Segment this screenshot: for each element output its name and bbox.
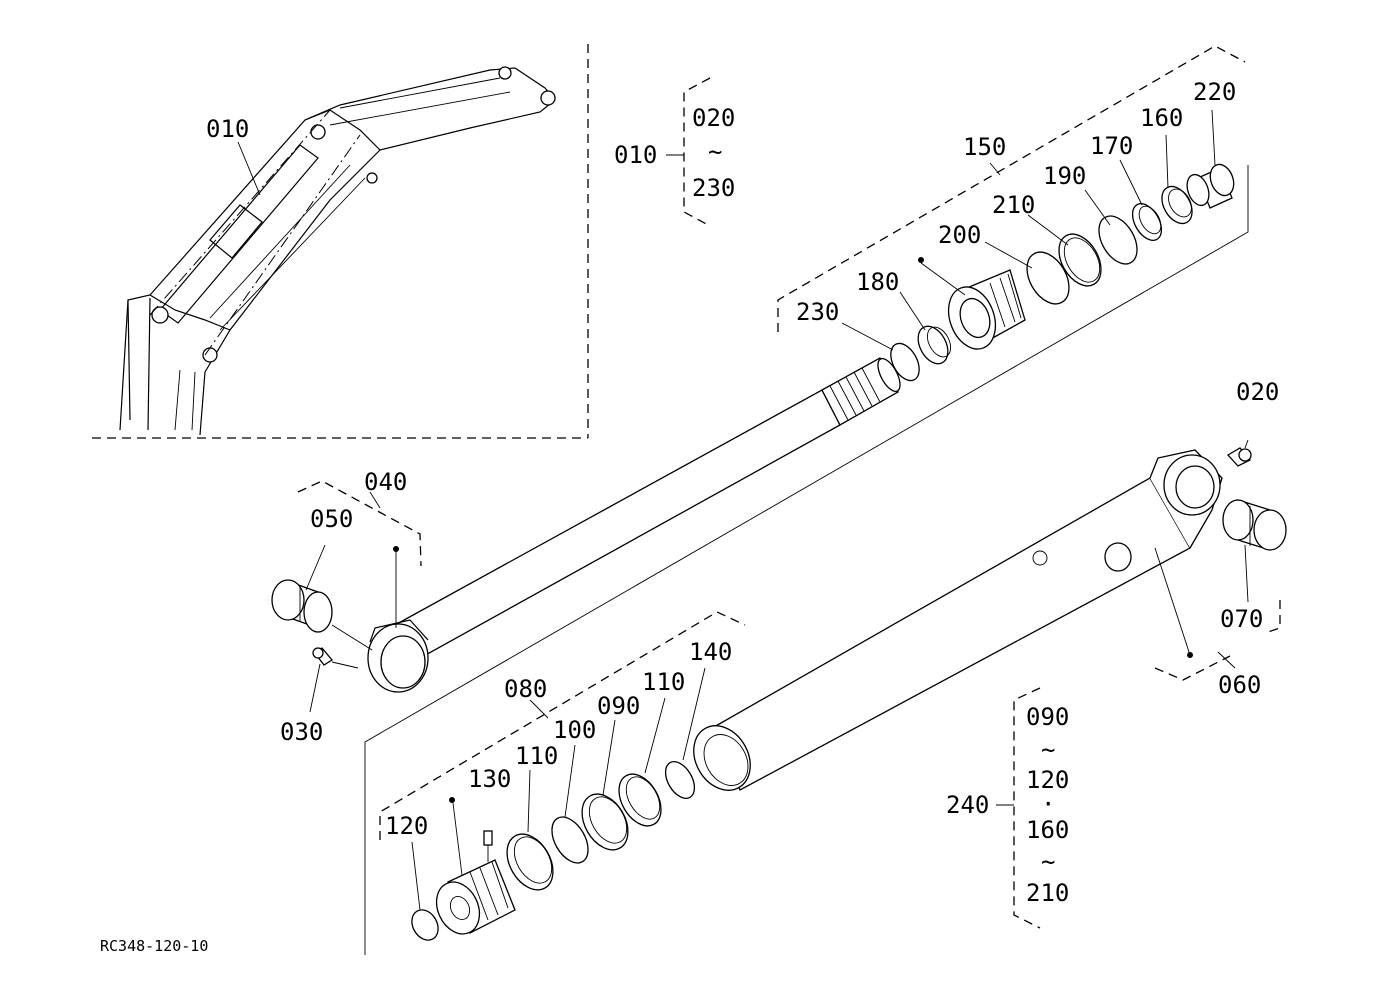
ring-100 xyxy=(551,744,589,864)
label-160: 160 xyxy=(1140,104,1183,132)
kit-240-a-start: 090 xyxy=(1026,703,1069,731)
label-010-inset: 010 xyxy=(206,115,249,143)
kit-240-sep: · xyxy=(1041,790,1055,818)
seal-170 xyxy=(1119,159,1163,241)
rod-cover-200 xyxy=(918,257,1026,350)
label-230: 230 xyxy=(796,298,839,326)
kit-010-tilde: ~ xyxy=(708,138,722,166)
ring-110b xyxy=(618,697,666,827)
o-ring-120 xyxy=(411,841,439,941)
kit-240-tilde2: ~ xyxy=(1041,848,1055,876)
label-020: 020 xyxy=(1236,378,1279,406)
label-010-range: 010 xyxy=(614,141,657,169)
bushing-050 xyxy=(271,544,373,651)
seal-090 xyxy=(581,719,629,851)
callout-labels: 010 010 020 ~ 230 150 220 160 170 190 21… xyxy=(100,78,1279,955)
kit-010-bracket xyxy=(666,77,711,227)
piston-nut xyxy=(435,797,516,935)
o-ring-190b xyxy=(1084,189,1138,265)
grease-fitting-030 xyxy=(309,647,359,713)
label-100: 100 xyxy=(553,716,596,744)
dust-seal-180 xyxy=(899,291,952,365)
label-030: 030 xyxy=(280,718,323,746)
label-210: 210 xyxy=(992,191,1035,219)
label-120: 120 xyxy=(385,812,428,840)
seal-kit-150-frame xyxy=(364,45,1249,955)
grease-fitting-020 xyxy=(1226,439,1252,467)
bushing-220 xyxy=(1186,109,1235,209)
label-060: 060 xyxy=(1218,671,1261,699)
kit-070-bracket xyxy=(1267,600,1281,633)
label-050: 050 xyxy=(310,505,353,533)
kit-010-end: 230 xyxy=(692,174,735,202)
bushing-160 xyxy=(1161,134,1193,225)
label-240: 240 xyxy=(946,791,989,819)
label-180: 180 xyxy=(856,268,899,296)
label-170: 170 xyxy=(1090,132,1133,160)
label-080: 080 xyxy=(504,675,547,703)
bushing-070 xyxy=(1222,499,1287,603)
kit-240-a-end: 120 xyxy=(1026,766,1069,794)
label-110b: 110 xyxy=(642,668,685,696)
label-110a: 110 xyxy=(515,742,558,770)
set-screw-130 xyxy=(483,830,493,862)
label-070: 070 xyxy=(1220,605,1263,633)
kit-060-bracket xyxy=(1154,651,1236,681)
boom-inset xyxy=(92,44,589,439)
kit-240-bracket xyxy=(996,687,1041,929)
snap-ring-230 xyxy=(841,322,920,382)
cylinder-tube xyxy=(693,449,1223,791)
label-040: 040 xyxy=(364,468,407,496)
label-220: 220 xyxy=(1193,78,1236,106)
kit-240-b-start: 160 xyxy=(1026,816,1069,844)
label-150: 150 xyxy=(963,133,1006,161)
piston-kit-frame xyxy=(379,611,746,840)
backup-ring-190 xyxy=(1027,214,1102,287)
ring-140 xyxy=(664,667,706,799)
label-090: 090 xyxy=(597,692,640,720)
label-130: 130 xyxy=(468,765,511,793)
label-190: 190 xyxy=(1043,162,1086,190)
label-140: 140 xyxy=(689,638,732,666)
kit-240-tilde1: ~ xyxy=(1041,736,1055,764)
ring-110a xyxy=(506,769,554,891)
diagram-code: RC348-120-10 xyxy=(100,937,208,955)
o-ring-210 xyxy=(984,241,1070,305)
kit-240-b-end: 210 xyxy=(1026,879,1069,907)
kit-040-bracket xyxy=(297,480,422,567)
piston-rod xyxy=(367,357,901,693)
kit-010-start: 020 xyxy=(692,104,735,132)
label-200: 200 xyxy=(938,221,981,249)
